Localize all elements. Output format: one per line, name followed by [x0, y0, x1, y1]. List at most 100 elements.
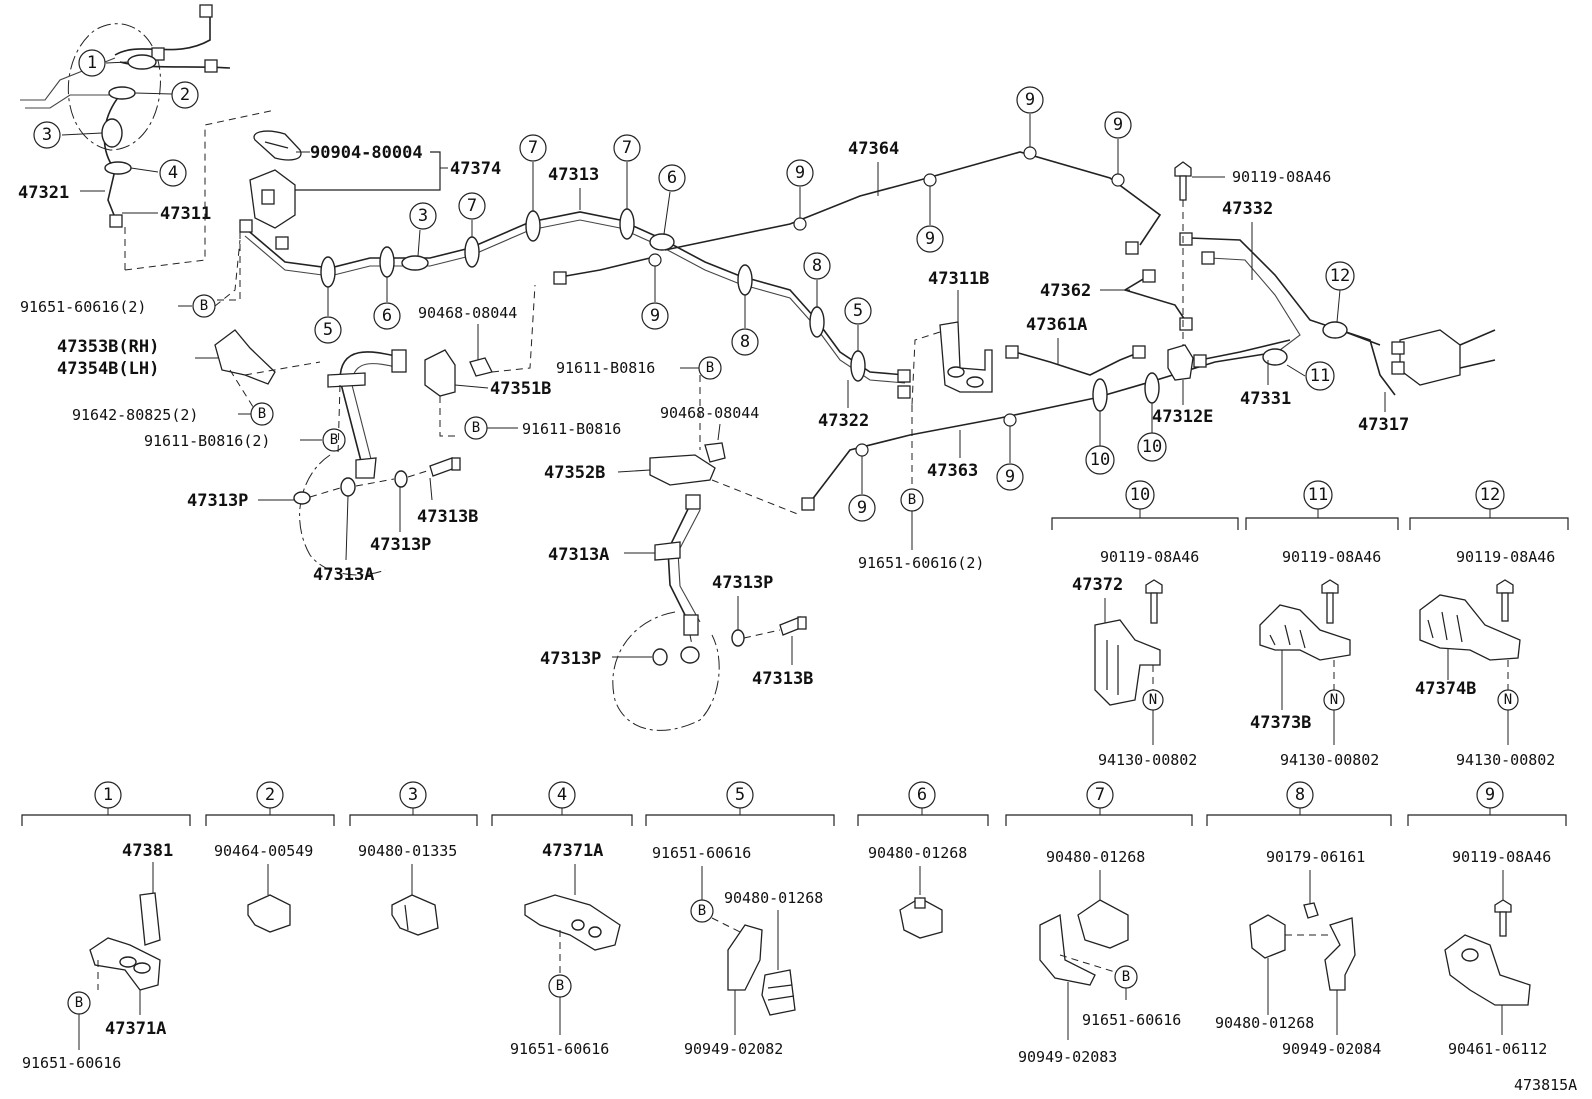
svg-text:N: N — [1149, 692, 1157, 708]
svg-text:B: B — [75, 995, 83, 1011]
svg-text:3: 3 — [408, 785, 418, 805]
svg-text:7: 7 — [528, 138, 538, 158]
callout-1-top: 1 — [78, 49, 106, 77]
svg-text:6: 6 — [667, 168, 677, 188]
label-47363: 47363 — [927, 461, 978, 481]
label-90904-80004: 90904-80004 — [310, 143, 423, 163]
label-91642-80825-2: 91642-80825(2) — [72, 406, 198, 424]
callout-10-b: 10 — [1137, 403, 1167, 462]
svg-text:2: 2 — [265, 785, 275, 805]
label-47351B: 47351B — [490, 379, 551, 399]
label-91651-60616-g7: 91651-60616 — [1082, 1011, 1181, 1029]
label-90468-08044-a: 90468-08044 — [418, 304, 517, 322]
callout-9-f: 9 — [848, 456, 876, 522]
label-90461-06112: 90461-06112 — [1448, 1040, 1547, 1058]
detail-group-2: 2 90464-00549 — [205, 781, 335, 933]
svg-text:9: 9 — [925, 229, 935, 249]
callout-8-a: 8 — [731, 295, 759, 356]
label-47331: 47331 — [1240, 389, 1291, 409]
label-90464-00549: 90464-00549 — [214, 842, 313, 860]
detail-group-10: 10 90119-08A46 47372 N 94130-00802 — [1051, 480, 1239, 769]
label-90119-08A46-top: 90119-08A46 — [1232, 168, 1331, 186]
svg-text:4: 4 — [168, 163, 178, 183]
diagram-id: 473815A — [1514, 1076, 1577, 1094]
label-47353B: 47353B(RH) — [57, 337, 159, 357]
svg-text:B: B — [200, 298, 208, 314]
flex-hose-left — [258, 349, 461, 576]
callout-B-3: B — [300, 428, 346, 452]
label-91651-60616-g4: 91651-60616 — [510, 1040, 609, 1058]
part-47374-bracket — [249, 169, 296, 229]
label-47322: 47322 — [818, 411, 869, 431]
label-47317: 47317 — [1358, 415, 1409, 435]
label-91611-B0816-b: 91611-B0816 — [556, 359, 655, 377]
svg-text:1: 1 — [103, 785, 113, 805]
label-90179-06161: 90179-06161 — [1266, 848, 1365, 866]
callout-8-b: 8 — [803, 252, 831, 307]
label-90480-01268-g6: 90480-01268 — [868, 844, 967, 862]
callout-10-a: 10 — [1085, 411, 1115, 475]
label-47313P-c: 47313P — [712, 573, 773, 593]
label-47371A-g4: 47371A — [542, 841, 603, 861]
label-47313A-b: 47313A — [548, 545, 609, 565]
callout-9-a: 9 — [641, 266, 669, 330]
label-47313P-b: 47313P — [370, 535, 431, 555]
svg-text:10: 10 — [1090, 450, 1110, 470]
svg-text:B: B — [908, 492, 916, 508]
svg-text:5: 5 — [853, 301, 863, 321]
detail-group-12: 12 90119-08A46 N 47374B 94130-00802 — [1409, 480, 1569, 769]
svg-text:5: 5 — [735, 785, 745, 805]
svg-text:12: 12 — [1330, 266, 1350, 286]
svg-text:7: 7 — [1095, 785, 1105, 805]
label-47372: 47372 — [1072, 575, 1123, 595]
label-90480-01268-g7: 90480-01268 — [1046, 848, 1145, 866]
svg-text:2: 2 — [180, 85, 190, 105]
callout-B-6: B — [900, 405, 924, 550]
label-91651-60616-g1: 91651-60616 — [22, 1054, 121, 1072]
svg-text:6: 6 — [917, 785, 927, 805]
detail-group-3: 3 90480-01335 — [349, 781, 478, 936]
callout-B-1: B — [178, 294, 216, 318]
callout-9-g: 9 — [996, 426, 1024, 491]
svg-text:B: B — [330, 432, 338, 448]
svg-text:B: B — [258, 406, 266, 422]
label-91651-60616-2-left: 91651-60616(2) — [20, 298, 146, 316]
detail-group-11: 11 90119-08A46 N 47373B 94130-00802 — [1245, 480, 1399, 769]
svg-text:B: B — [1122, 969, 1130, 985]
label-94130-00802-g11: 94130-00802 — [1280, 751, 1379, 769]
label-94130-00802-g10: 94130-00802 — [1098, 751, 1197, 769]
callout-5-b: 5 — [844, 297, 872, 351]
svg-text:4: 4 — [557, 785, 567, 805]
callout-9-b: 9 — [786, 159, 814, 218]
front-left-assembly — [20, 4, 231, 228]
bracket-47311B — [911, 290, 993, 406]
callout-9-e: 9 — [1104, 111, 1132, 174]
svg-text:10: 10 — [1130, 485, 1150, 505]
label-47313B-b: 47313B — [752, 669, 813, 689]
svg-text:9: 9 — [650, 306, 660, 326]
svg-text:3: 3 — [42, 125, 52, 145]
label-47321: 47321 — [18, 183, 69, 203]
label-90480-01335: 90480-01335 — [358, 842, 457, 860]
callout-5-a: 5 — [314, 287, 342, 344]
label-47313B-a: 47313B — [417, 507, 478, 527]
callout-11-a: 11 — [1286, 361, 1335, 391]
detail-group-6: 6 90480-01268 — [857, 781, 989, 939]
callout-2-top: 2 — [171, 81, 199, 109]
flex-hose-center — [612, 494, 807, 731]
detail-group-8: 8 90179-06161 90480-01268 90949-02084 — [1206, 781, 1392, 1058]
svg-text:N: N — [1330, 692, 1338, 708]
svg-text:10: 10 — [1142, 437, 1162, 457]
callout-3-top: 3 — [33, 121, 61, 149]
label-47311: 47311 — [160, 204, 211, 224]
label-47361A: 47361A — [1026, 315, 1087, 335]
bracket-47353B — [195, 329, 321, 411]
label-90468-08044-b: 90468-08044 — [660, 404, 759, 422]
label-47364: 47364 — [848, 139, 899, 159]
label-47311B: 47311B — [928, 269, 989, 289]
svg-text:9: 9 — [1025, 90, 1035, 110]
label-90480-01268-g5: 90480-01268 — [724, 889, 823, 907]
svg-text:6: 6 — [382, 306, 392, 326]
label-47332: 47332 — [1222, 199, 1273, 219]
